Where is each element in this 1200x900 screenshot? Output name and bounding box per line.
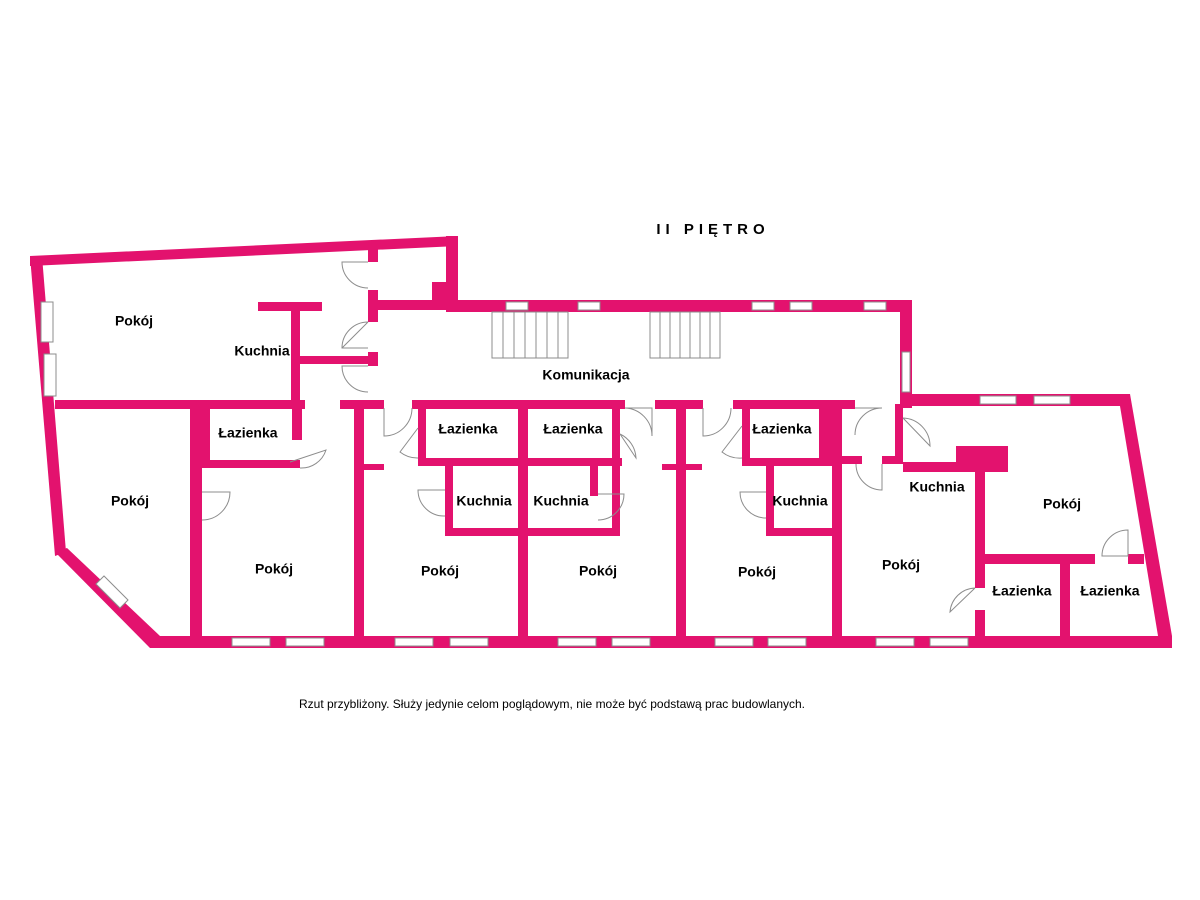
room-label: Pokój (738, 564, 776, 580)
windows (40, 301, 1071, 647)
floor-title: II PIĘTRO (656, 221, 769, 238)
room-label: Łazienka (543, 421, 602, 437)
room-label: Pokój (115, 313, 153, 329)
room-label: Komunikacja (542, 367, 629, 383)
room-labels: Pokój Kuchnia Komunikacja Łazienka Pokój… (111, 313, 1140, 599)
room-label: Kuchnia (234, 343, 289, 359)
room-label: Pokój (579, 563, 617, 579)
room-label: Kuchnia (456, 493, 511, 509)
room-label: Łazienka (1080, 583, 1139, 599)
room-label: Łazienka (752, 421, 811, 437)
room-label: Łazienka (992, 583, 1051, 599)
room-label: Pokój (421, 563, 459, 579)
room-label: Pokój (255, 561, 293, 577)
staircase-left (491, 311, 569, 359)
disclaimer-note: Rzut przybliżony. Służy jedynie celom po… (299, 697, 805, 711)
room-label: Pokój (1043, 496, 1081, 512)
doors (201, 261, 1129, 614)
room-label: Kuchnia (909, 479, 964, 495)
room-label: Pokój (882, 557, 920, 573)
room-label: Łazienka (218, 425, 277, 441)
room-label: Pokój (111, 493, 149, 509)
staircase-right (649, 311, 721, 359)
room-label: Kuchnia (772, 493, 827, 509)
interior-walls (55, 246, 1144, 642)
room-label: Kuchnia (533, 493, 588, 509)
room-label: Łazienka (438, 421, 497, 437)
